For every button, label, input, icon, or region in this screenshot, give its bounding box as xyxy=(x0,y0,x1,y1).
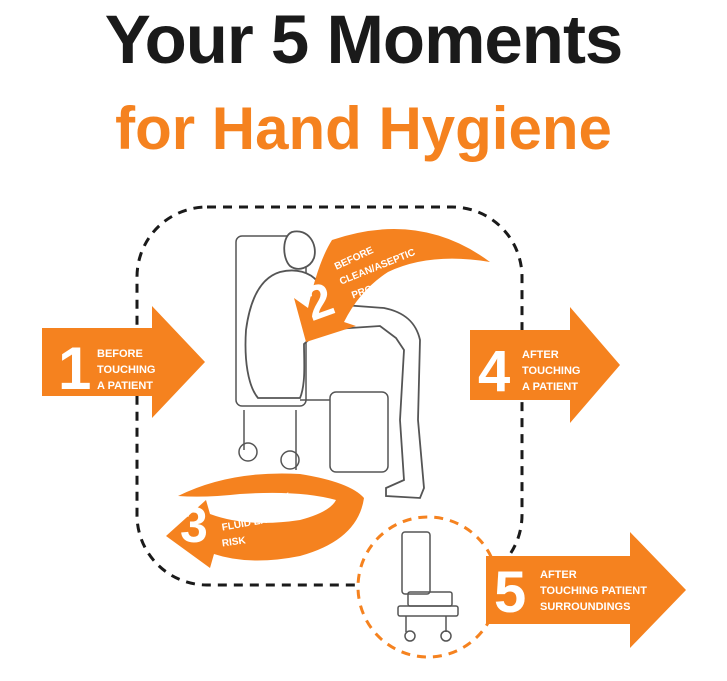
moment-3-label-line-3: RISK xyxy=(221,535,247,549)
moment-1-arrow: 1 BEFORE TOUCHING A PATIENT xyxy=(42,306,205,418)
moment-4-number: 4 xyxy=(478,339,510,404)
moment-4-arrow: 4 AFTER TOUCHING A PATIENT xyxy=(470,307,620,423)
moment-1-label-line-1: BEFORE xyxy=(97,348,143,360)
title-line-1: Your 5 Moments xyxy=(104,1,624,78)
moment-5-arrow: 5 AFTER TOUCHING PATIENT SURROUNDINGS xyxy=(486,532,686,648)
moment-2-arrow: 2 BEFORE CLEAN/ASEPTIC PROCEDURE xyxy=(294,229,490,342)
moment-4-label-line-3: A PATIENT xyxy=(522,381,578,393)
moment-5-label-line-2: TOUCHING PATIENT xyxy=(540,585,647,597)
chair-surroundings-icon xyxy=(397,531,459,642)
moment-5-number: 5 xyxy=(494,560,526,625)
moment-3-number: 3 xyxy=(180,497,208,553)
moment-1-number: 1 xyxy=(58,335,91,402)
surroundings-circle xyxy=(356,515,500,659)
moment-3-arrow: 3 AFTER BODY FLUID EXPOSURE RISK xyxy=(166,473,364,568)
moment-4-label-line-2: TOUCHING xyxy=(522,365,580,377)
moment-1-label-line-2: TOUCHING xyxy=(97,364,155,376)
moment-1-label-line-3: A PATIENT xyxy=(97,380,153,392)
moment-5-label-line-1: AFTER xyxy=(540,569,577,581)
moment-4-label-line-1: AFTER xyxy=(522,349,559,361)
patient-chair-icon xyxy=(235,235,389,473)
moment-5-label-line-3: SURROUNDINGS xyxy=(540,601,630,613)
title-line-2: for Hand Hygiene xyxy=(115,95,612,162)
